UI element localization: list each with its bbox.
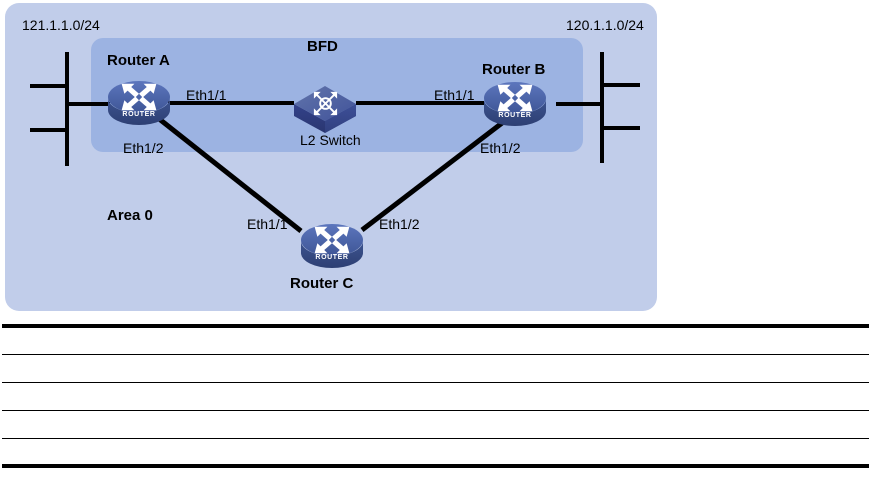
bfd-region-label: BFD <box>307 38 338 55</box>
lan-bus-right <box>556 52 640 163</box>
l2-switch-label: L2 Switch <box>300 132 361 148</box>
link-routerb-routerc <box>360 118 508 232</box>
table-row <box>2 410 869 439</box>
interface-label-router-c-eth1-1: Eth1/1 <box>247 216 288 232</box>
table-row <box>2 438 869 468</box>
router-b-icon[interactable]: ROUTER <box>484 82 546 126</box>
router-a-label: Router A <box>107 52 170 69</box>
table-cell <box>2 354 869 383</box>
table-cell <box>2 438 869 468</box>
interface-label-router-b-eth1-1: Eth1/1 <box>434 87 475 103</box>
svg-text:ROUTER: ROUTER <box>315 254 348 261</box>
link-routera-routerc <box>156 116 303 233</box>
table-cell <box>2 410 869 439</box>
table-cell <box>2 382 869 411</box>
table-row <box>2 354 869 383</box>
interface-label-router-b-eth1-2: Eth1/2 <box>480 140 521 156</box>
router-a-icon[interactable]: ROUTER <box>108 81 170 125</box>
router-b-label: Router B <box>482 61 546 78</box>
interface-label-router-a-eth1-2: Eth1/2 <box>123 140 164 156</box>
svg-text:ROUTER: ROUTER <box>122 111 155 118</box>
bottom-table-body <box>2 324 869 468</box>
table-row <box>2 324 869 355</box>
subnet-label-left: 121.1.1.0/24 <box>22 17 100 33</box>
bottom-table <box>2 324 869 468</box>
interface-label-router-a-eth1-1: Eth1/1 <box>186 87 227 103</box>
router-c-icon[interactable]: ROUTER <box>301 224 363 268</box>
svg-text:ROUTER: ROUTER <box>498 112 531 119</box>
subnet-label-right: 120.1.1.0/24 <box>566 17 644 33</box>
l2-switch-icon[interactable] <box>294 86 356 133</box>
interface-label-router-c-eth1-2: Eth1/2 <box>379 216 420 232</box>
lan-bus-left <box>30 52 110 166</box>
table-row <box>2 382 869 411</box>
area-label: Area 0 <box>107 207 153 224</box>
table-cell <box>2 324 869 355</box>
router-c-label: Router C <box>290 275 354 292</box>
